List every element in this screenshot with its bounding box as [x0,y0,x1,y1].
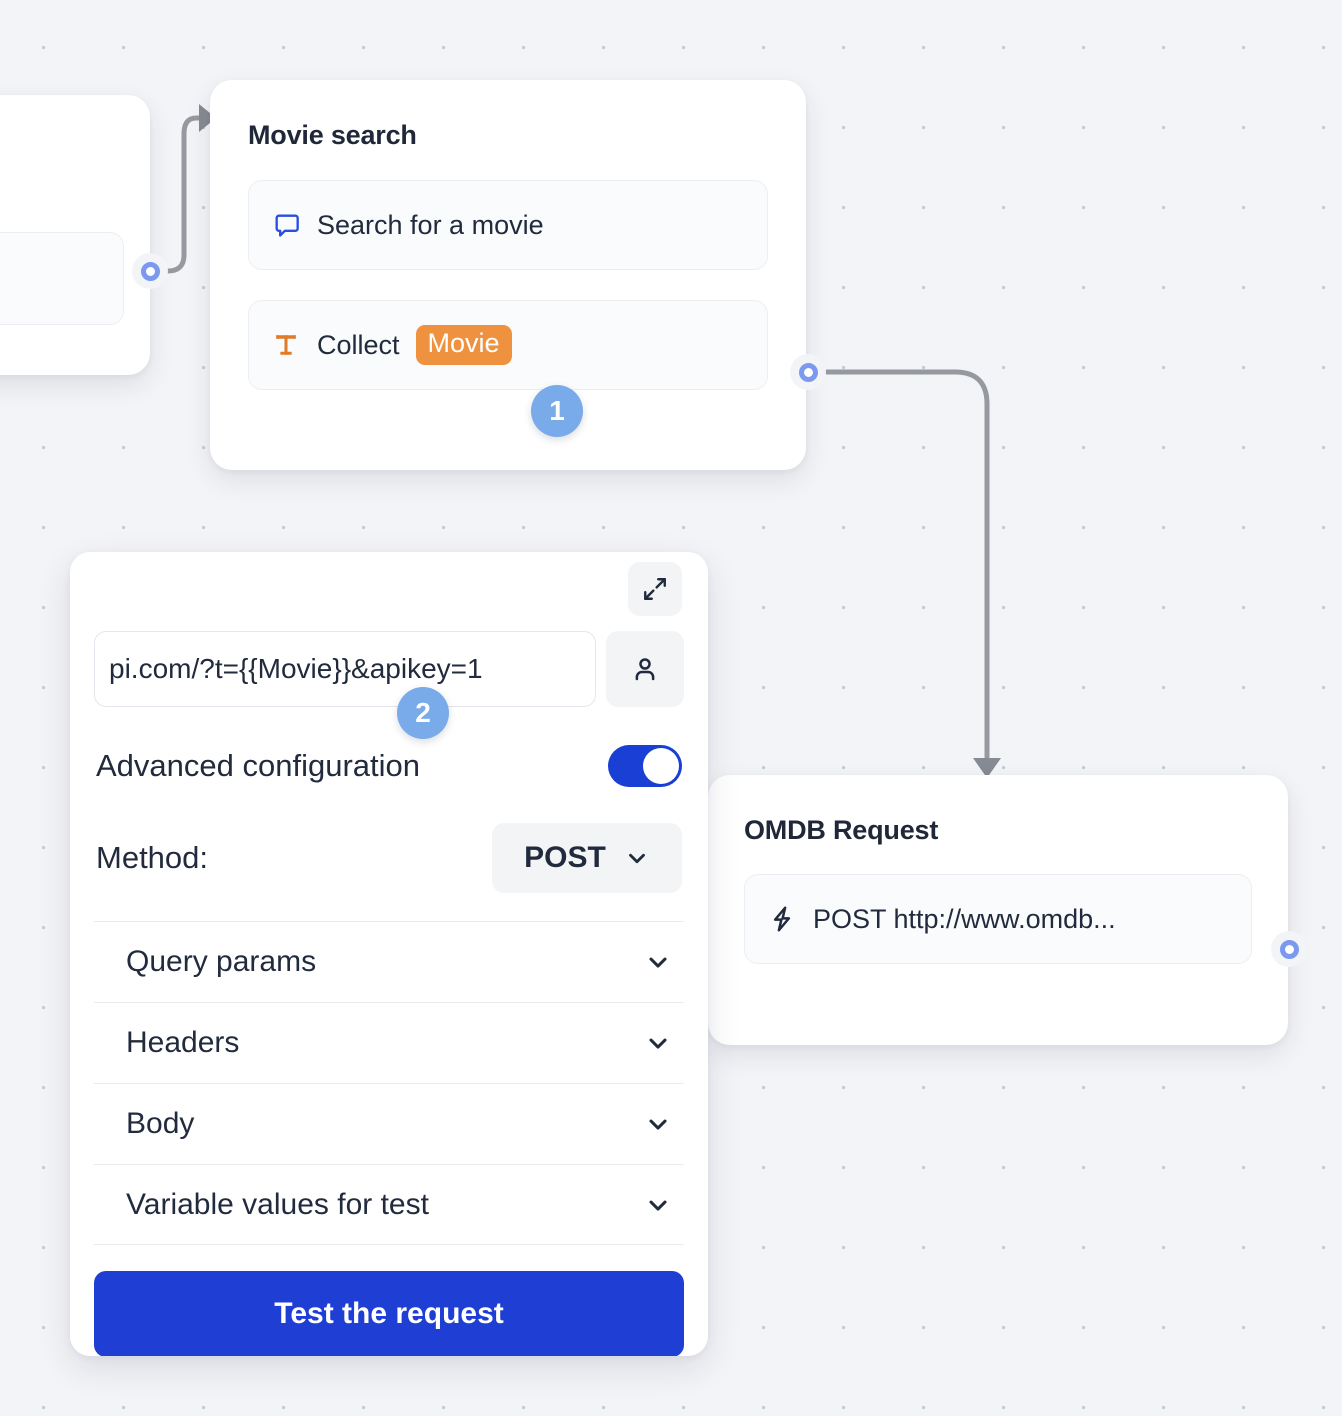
advanced-configuration-row: Advanced configuration [94,745,684,787]
partial-node-left[interactable] [0,95,150,375]
node-omdb-request[interactable]: OMDB Request POST http://www.omdb... [708,775,1288,1045]
url-row [94,631,684,707]
method-label: Method: [96,840,209,875]
request-url-input[interactable] [94,631,596,707]
partial-node-row [0,232,124,325]
node-row-post-request[interactable]: POST http://www.omdb... [744,874,1252,964]
accordion-label: Query params [126,945,317,978]
port-output-omdb-request[interactable] [1271,931,1307,967]
request-config-panel[interactable]: Advanced configuration Method: POST Quer… [70,552,708,1356]
node-row-search-for-a-movie[interactable]: Search for a movie [248,180,768,270]
accordion-label: Headers [126,1026,240,1059]
method-row: Method: POST [94,823,684,893]
accordion-item-variable-values-for-test[interactable]: Variable values for test [94,1164,684,1245]
advanced-configuration-label: Advanced configuration [96,748,421,783]
advanced-configuration-toggle[interactable] [608,745,682,787]
node-row-label: POST http://www.omdb... [813,903,1116,934]
step-badge-1: 1 [531,385,583,437]
expand-panel-button[interactable] [628,562,682,616]
node-row-label: Search for a movie [317,209,544,240]
chevron-down-icon [649,957,667,968]
port-output-left-node[interactable] [132,253,168,289]
node-movie-search[interactable]: Movie search Search for a movie Collect … [210,80,806,470]
text-t-icon [271,330,301,360]
node-title: Movie search [248,120,417,150]
accordion-item-headers[interactable]: Headers [94,1002,684,1083]
expand-diagonal-icon [644,578,666,600]
chevron-down-icon [649,1119,667,1130]
method-select[interactable]: POST [492,823,682,893]
credentials-button[interactable] [606,631,684,707]
accordion-item-body[interactable]: Body [94,1083,684,1164]
chevron-down-icon [649,1038,667,1049]
variable-tag-movie[interactable]: Movie [415,325,512,365]
person-icon [635,658,655,681]
accordion-label: Variable values for test [126,1187,429,1221]
accordion-label: Body [126,1107,195,1140]
config-accordion: Query params Headers Body Variable value… [94,921,684,1245]
node-row-label: Collect [317,329,400,360]
method-value: POST [524,841,606,874]
node-title: OMDB Request [744,815,939,845]
node-row-collect-movie[interactable]: Collect Movie [248,300,768,390]
step-badge-2: 2 [397,687,449,739]
lightning-bolt-icon [767,904,797,934]
test-the-request-button[interactable]: Test the request [94,1271,684,1356]
accordion-item-query-params[interactable]: Query params [94,921,684,1002]
port-output-movie-search[interactable] [790,354,826,390]
chat-bubble-icon [271,210,301,240]
chevron-down-icon [649,1200,667,1211]
chevron-down-icon [628,853,645,864]
